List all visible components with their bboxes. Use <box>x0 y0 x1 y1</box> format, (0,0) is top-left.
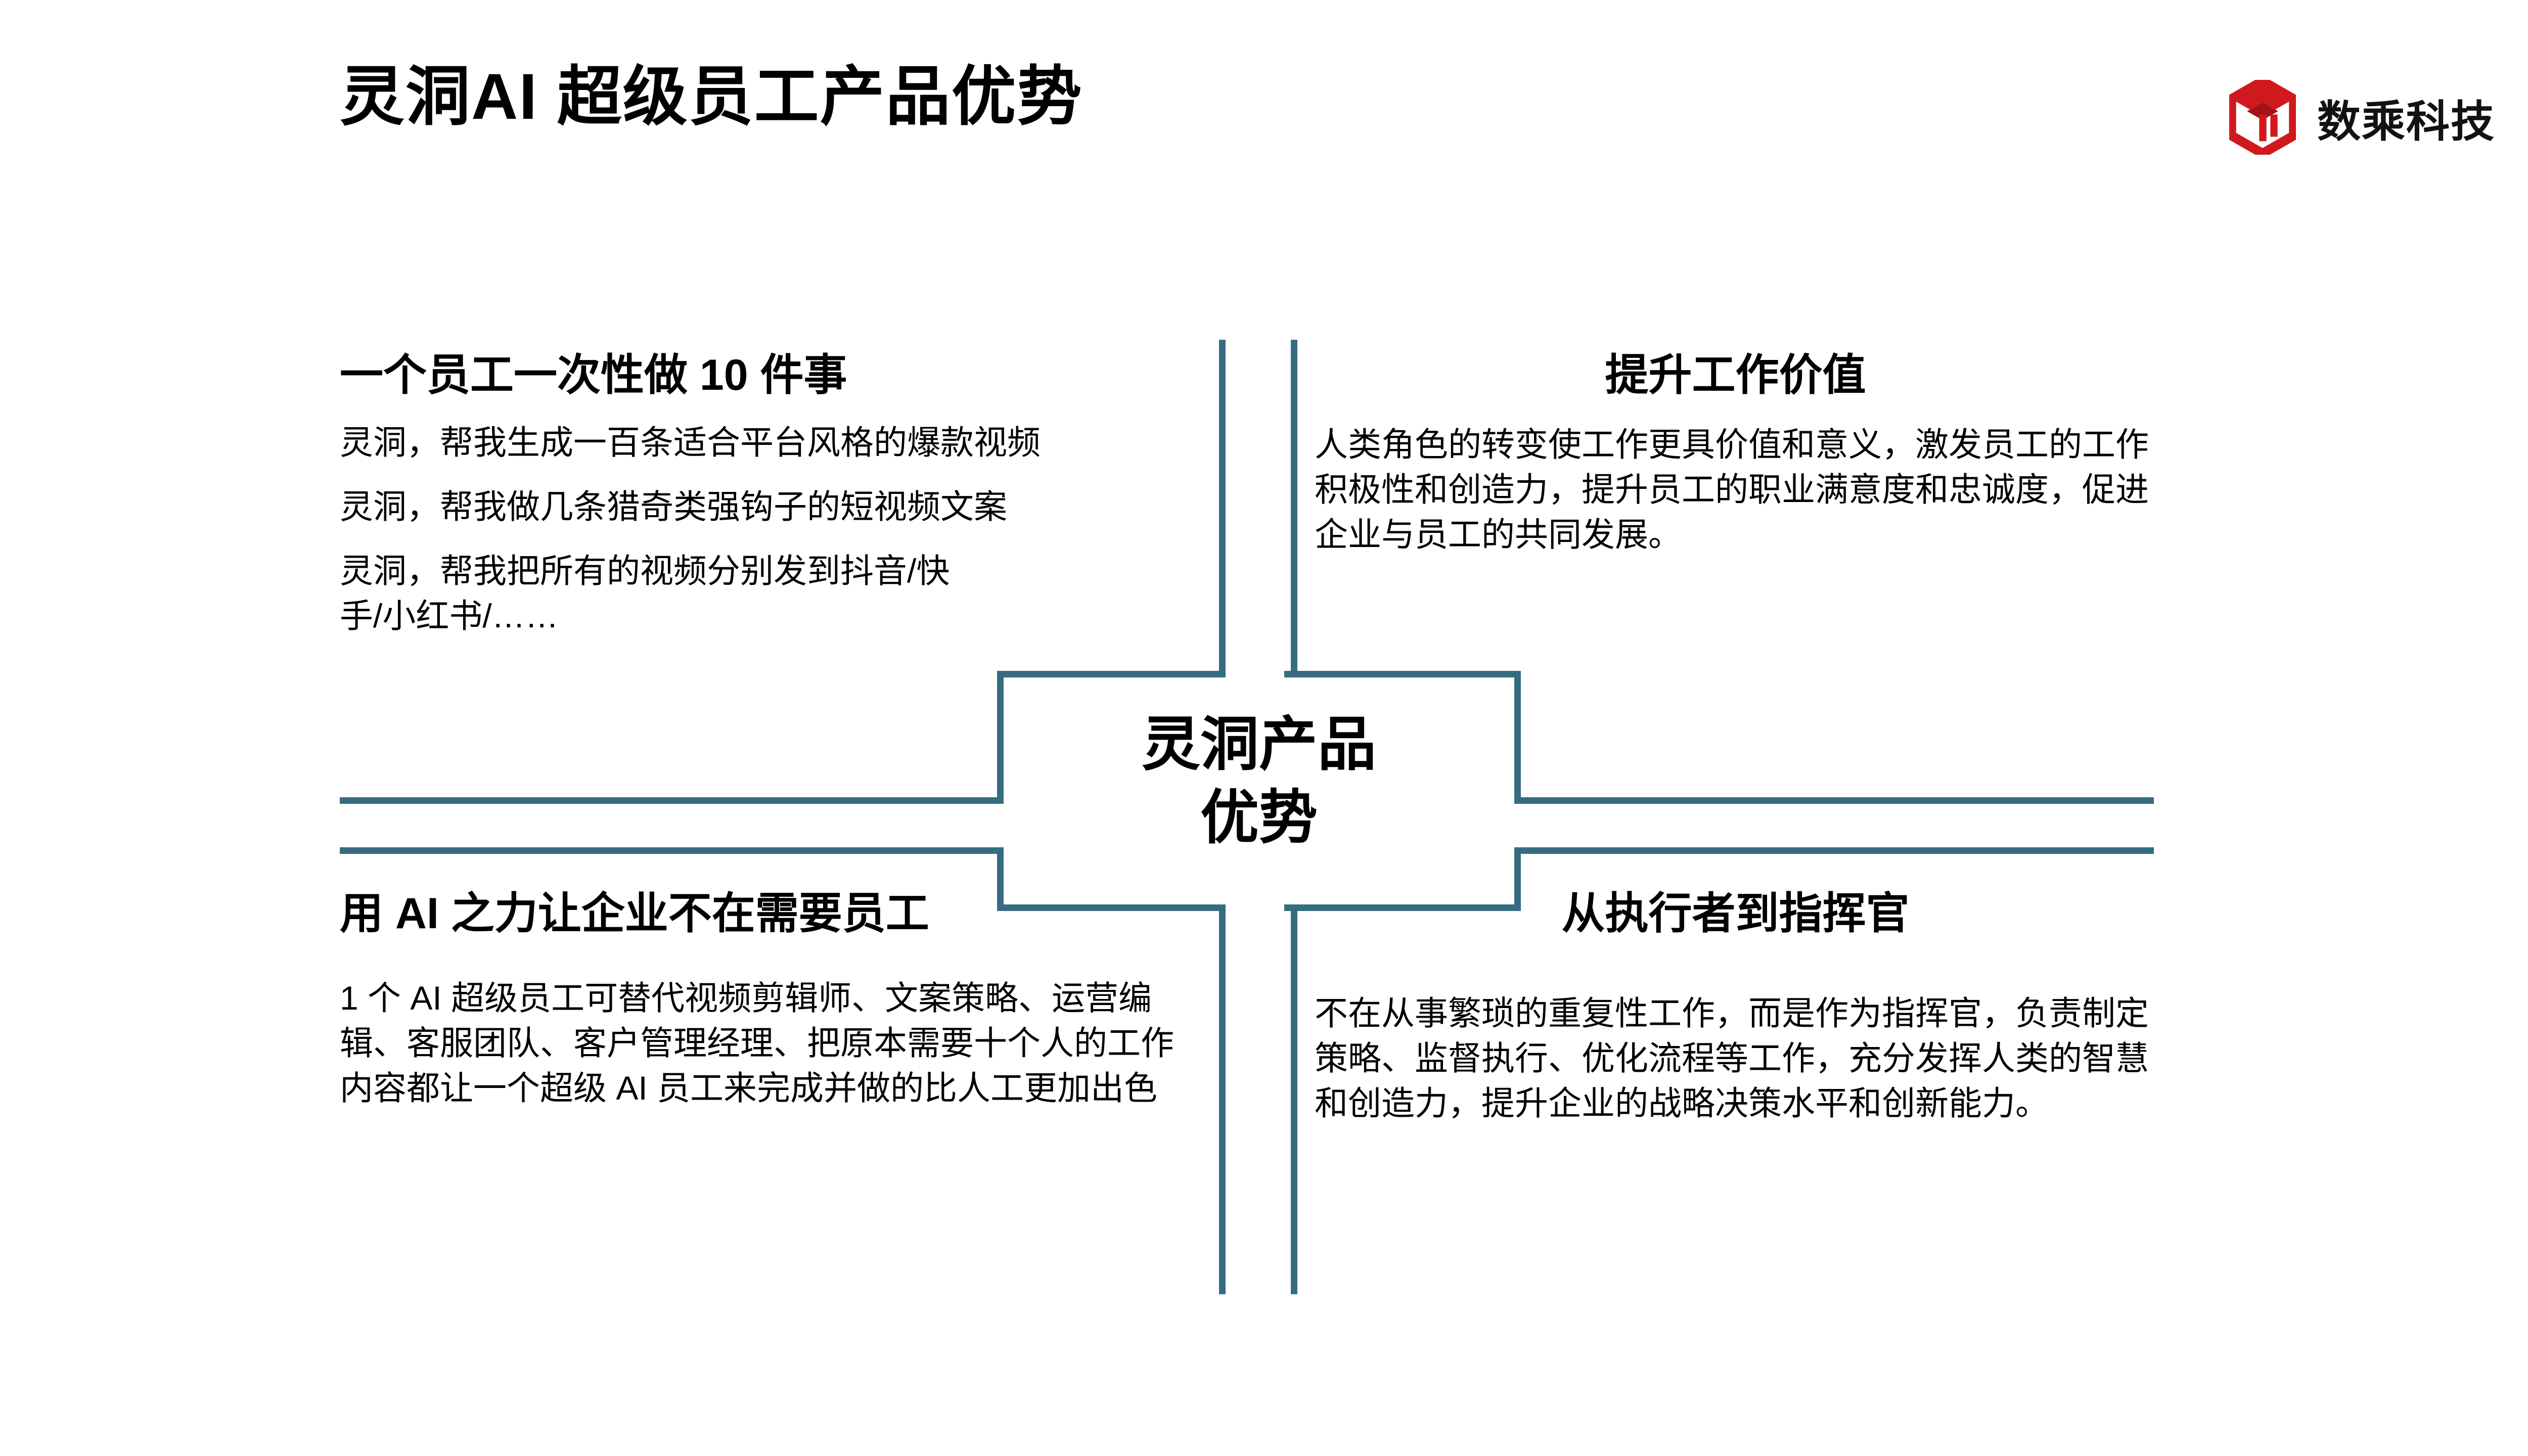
quadrant-top-left-paragraph-3: 灵洞，帮我把所有的视频分别发到抖音/快手/小红书/…… <box>340 552 950 635</box>
quadrant-top-right-heading: 提升工作价值 <box>1605 351 1866 399</box>
quadrant-top-left-paragraph-1: 灵洞，帮我生成一百条适合平台风格的爆款视频 <box>340 423 1041 461</box>
divider-horizontal-top-left <box>340 797 997 804</box>
center-box-edge-left-lower <box>997 847 1004 911</box>
divider-vertical-upper-left <box>1219 340 1226 671</box>
brand-lockup: 数乘科技 <box>2227 75 2495 159</box>
quadrant-top-left-paragraph-2: 灵洞，帮我做几条猎奇类强钩子的短视频文案 <box>340 488 1007 525</box>
hexagon-cube-logo-icon <box>2227 75 2298 159</box>
quadrant-top-left: 一个员工一次性做 10 件事 灵洞，帮我生成一百条适合平台风格的爆款视频 灵洞，… <box>340 349 1194 639</box>
center-box-edge-top-left <box>997 671 1226 677</box>
quadrant-bottom-left-paragraph-1: 1 个 AI 超级员工可替代视频剪辑师、文案策略、运营编辑、客服团队、客户管理经… <box>340 979 1174 1107</box>
quadrant-bottom-right-heading: 从执行者到指挥官 <box>1561 889 1910 938</box>
center-box-edge-right-upper <box>1514 671 1521 804</box>
page-title: 灵洞AI 超级员工产品优势 <box>340 61 1083 133</box>
divider-vertical-lower-right <box>1291 910 1297 1294</box>
quadrant-bottom-left-heading: 用 AI 之力让企业不在需要员工 <box>340 889 929 938</box>
center-box-edge-bottom-right <box>1284 904 1521 911</box>
divider-horizontal-bottom-right <box>1514 847 2154 854</box>
center-box-edge-right-lower <box>1514 847 1521 911</box>
quadrant-bottom-right-paragraph-1: 不在从事繁琐的重复性工作，而是作为指挥官，负责制定策略、监督执行、优化流程等工作… <box>1315 994 2149 1122</box>
quadrant-bottom-left: 用 AI 之力让企业不在需要员工 1 个 AI 超级员工可替代视频剪辑师、文案策… <box>340 887 1194 1111</box>
center-box-edge-top-right <box>1284 671 1521 677</box>
center-box-edge-left-upper <box>997 671 1004 804</box>
center-box-edge-bottom-left <box>997 904 1226 911</box>
quadrant-top-right-paragraph-1: 人类角色的转变使工作更具价值和意义，激发员工的工作积极性和创造力，提升员工的职业… <box>1315 425 2149 554</box>
quadrant-bottom-right: 从执行者到指挥官 不在从事繁琐的重复性工作，而是作为指挥官，负责制定策略、监督执… <box>1315 887 2156 1126</box>
center-label-line-2: 优势 <box>1200 785 1318 850</box>
divider-horizontal-top-right <box>1514 797 2154 804</box>
divider-vertical-lower-left <box>1219 910 1226 1294</box>
center-label: 灵洞产品 优势 <box>1004 708 1514 854</box>
divider-horizontal-bottom-left <box>340 847 997 854</box>
divider-vertical-upper-right <box>1291 340 1297 671</box>
brand-name-label: 数乘科技 <box>2317 97 2495 146</box>
center-label-line-1: 灵洞产品 <box>1142 711 1376 777</box>
quadrant-top-left-heading: 一个员工一次性做 10 件事 <box>340 351 847 399</box>
quadrant-top-right: 提升工作价值 人类角色的转变使工作更具价值和意义，激发员工的工作积极性和创造力，… <box>1315 349 2156 557</box>
